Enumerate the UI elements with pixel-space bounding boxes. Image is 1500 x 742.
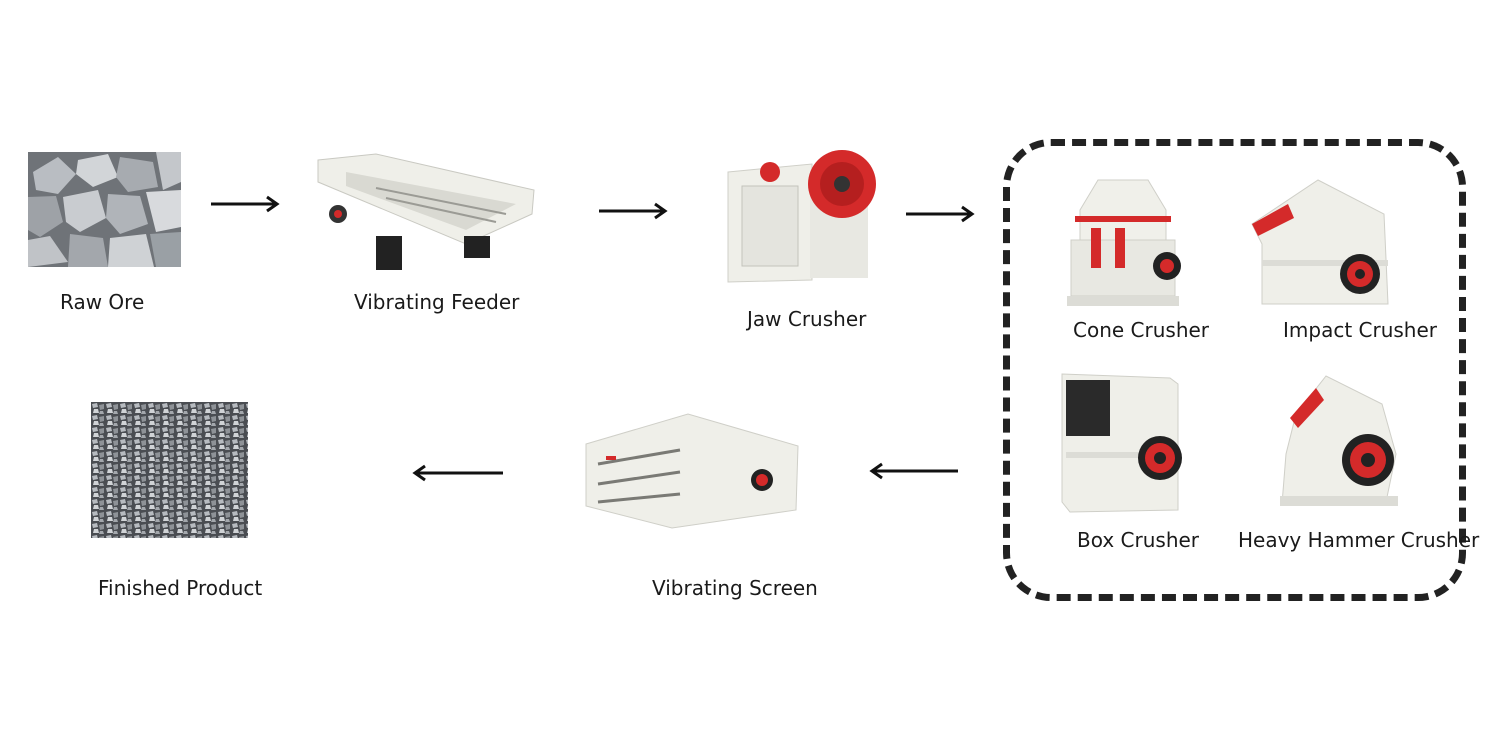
vibrating-screen-image	[584, 413, 800, 530]
heavy-hammer-crusher-label: Heavy Hammer Crusher	[1238, 528, 1480, 552]
box-crusher-label: Box Crusher	[1077, 528, 1200, 552]
raw-ore-label: Raw Ore	[60, 290, 145, 314]
jaw-crusher-label: Jaw Crusher	[747, 307, 867, 331]
vibrating-feeder-image	[316, 152, 536, 272]
arrow-screen-to-product-icon	[412, 463, 505, 483]
arrow-feeder-to-jaw-icon	[599, 201, 669, 221]
arrow-jaw-to-secondary-icon	[906, 204, 976, 224]
impact-crusher-label: Impact Crusher	[1283, 318, 1438, 342]
cone-crusher-image	[1063, 178, 1183, 308]
impact-crusher-image	[1248, 174, 1392, 308]
finished-product-image	[91, 402, 248, 538]
heavy-hammer-crusher-image	[1276, 374, 1404, 510]
jaw-crusher-image	[722, 142, 878, 284]
vibrating-feeder-label: Vibrating Feeder	[354, 290, 520, 314]
cone-crusher-label: Cone Crusher	[1073, 318, 1210, 342]
vibrating-screen-label: Vibrating Screen	[652, 576, 818, 600]
secondary-crushers-group	[1003, 139, 1466, 601]
finished-product-label: Finished Product	[98, 576, 263, 600]
raw-ore-image	[28, 152, 181, 267]
arrow-raw-ore-to-feeder-icon	[211, 194, 281, 214]
box-crusher-image	[1060, 370, 1184, 516]
arrow-secondary-to-screen-icon	[869, 461, 960, 481]
